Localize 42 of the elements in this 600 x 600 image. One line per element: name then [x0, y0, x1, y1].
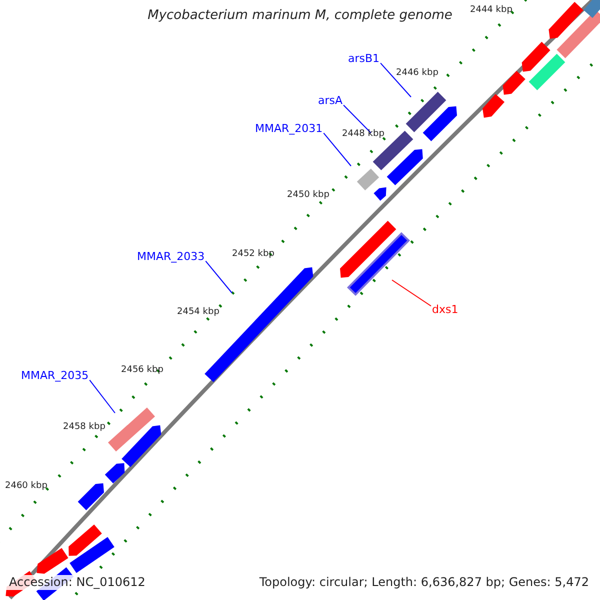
scale-label: 2460 kbp — [5, 482, 48, 492]
gene-label: arsB1 — [348, 53, 380, 66]
gene-label: dxs1 — [432, 304, 458, 316]
scale-label: 2452 kbp — [232, 250, 274, 260]
scale-label: 2456 kbp — [121, 366, 164, 376]
gene-label: MMAR_2033 — [137, 251, 205, 264]
gene-label: MMAR_2031 — [255, 123, 323, 136]
leader-line — [380, 62, 412, 98]
scale-label: 2450 kbp — [287, 191, 330, 201]
gene-feature — [528, 54, 566, 90]
gene-feature — [346, 232, 410, 296]
title: Mycobacterium marinum M, complete genome — [148, 8, 452, 23]
scale-label: 2444 kbp — [470, 6, 512, 16]
gene-feature — [204, 267, 314, 382]
leader-line — [343, 104, 372, 134]
gene-feature — [70, 537, 114, 573]
gene-feature — [122, 425, 162, 468]
gene-feature — [522, 42, 550, 72]
gene-feature — [356, 168, 380, 190]
gene-label: arsA — [318, 95, 343, 108]
scale-label: 2446 kbp — [396, 69, 438, 79]
scale-label: 2454 kbp — [177, 308, 220, 318]
gene-feature — [548, 2, 584, 39]
gene-feature — [406, 92, 446, 132]
gene-feature — [386, 149, 423, 186]
leader-line — [392, 280, 432, 306]
gene-feature — [108, 408, 155, 452]
scale-label: 2448 kbp — [342, 130, 384, 140]
gene-feature — [502, 70, 526, 95]
gene-feature — [556, 10, 600, 58]
scale-label: 2458 kbp — [63, 423, 106, 433]
gene-label: MMAR_2035 — [21, 370, 89, 382]
leader-line — [205, 260, 232, 294]
gene-feature — [104, 463, 125, 484]
gene-feature — [68, 524, 102, 556]
gene-feature — [374, 187, 386, 201]
leader-line — [89, 380, 116, 414]
leader-line — [323, 132, 352, 166]
gene-feature — [78, 483, 104, 510]
gene-feature — [482, 94, 504, 118]
gene-feature — [340, 220, 396, 278]
gene-feature — [422, 106, 457, 142]
